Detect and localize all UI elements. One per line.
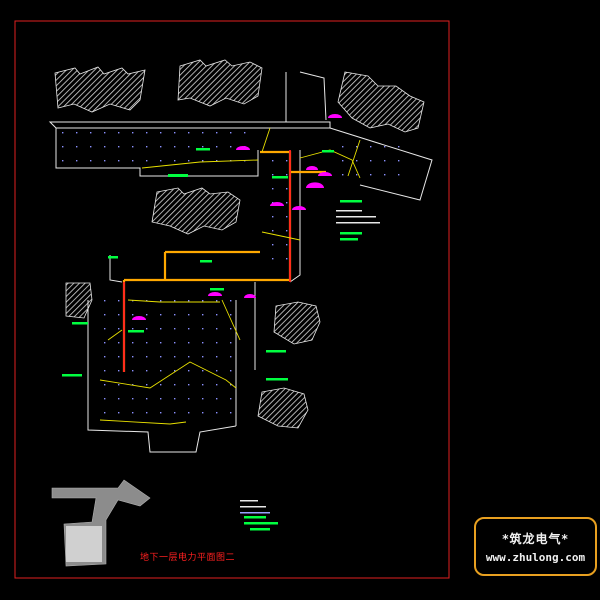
- distribution-panels: [132, 114, 342, 320]
- watermark-brand: *筑龙电气*: [502, 531, 569, 546]
- building-block-2: [177, 59, 263, 107]
- building-block-6: [273, 301, 321, 345]
- panel-9: [244, 294, 256, 298]
- power-trunk-red-segment: [123, 150, 291, 372]
- drawing-frame: [14, 20, 450, 579]
- key-plan: [51, 479, 151, 567]
- panel-5: [270, 202, 284, 206]
- building-block-7: [257, 387, 309, 429]
- building-block-3: [337, 71, 425, 133]
- panel-10: [306, 166, 318, 170]
- branch-wiring: [99, 127, 361, 425]
- building-block-4: [151, 187, 241, 235]
- legend-notes: [240, 210, 380, 514]
- panel-1: [328, 114, 342, 118]
- panel-2: [236, 146, 250, 150]
- panel-7: [208, 292, 222, 296]
- equipment-labels: [62, 148, 362, 531]
- panel-8: [132, 316, 146, 320]
- watermark-url: www.zhulong.com: [485, 550, 586, 564]
- residential-buildings: [54, 59, 425, 429]
- panel-3: [306, 182, 324, 188]
- column-grid: [58, 130, 410, 426]
- panel-4: [292, 206, 306, 210]
- drawing-title: 地下一层电力平面图二: [140, 553, 236, 563]
- key-plan-highlight: [66, 526, 102, 562]
- building-block-1: [54, 66, 146, 113]
- watermark-stamp: *筑龙电气* www.zhulong.com: [474, 517, 597, 576]
- panel-6: [318, 172, 332, 176]
